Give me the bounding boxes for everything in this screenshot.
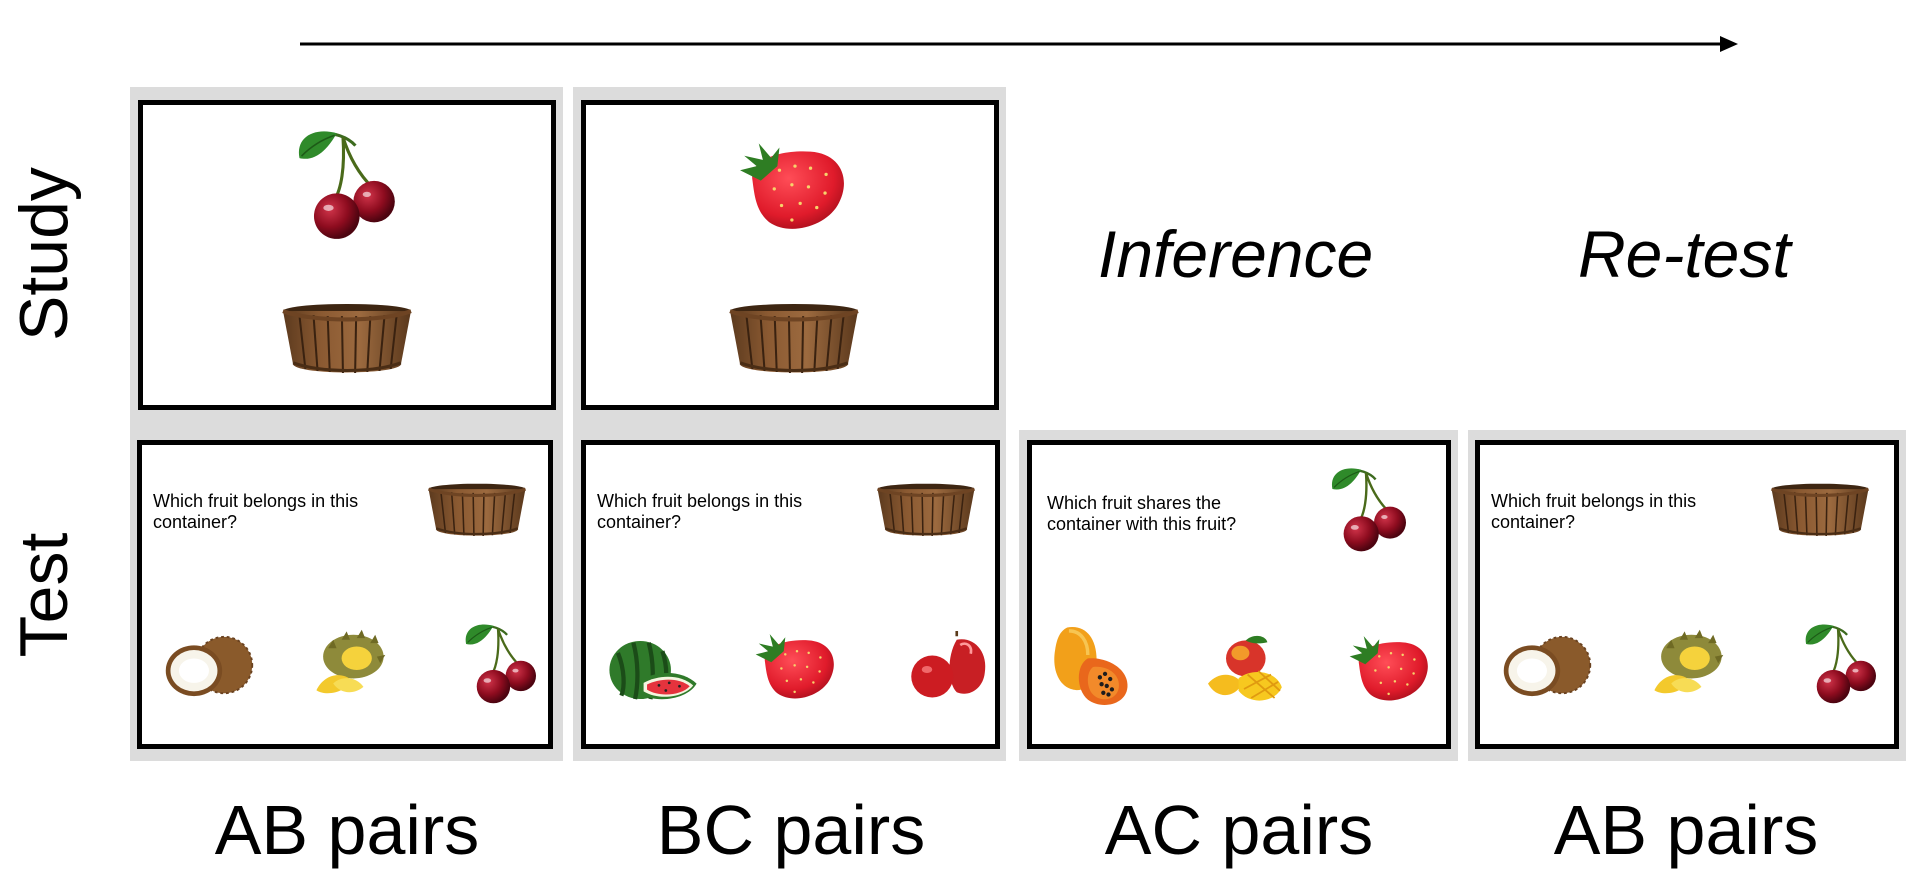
durian-icon: [308, 625, 392, 705]
test-panel-ac: Which fruit shares the container with th…: [1027, 440, 1451, 749]
row-label-test: Test: [6, 532, 82, 658]
test-panel-retest: Which fruit belongs in this container?: [1475, 440, 1899, 749]
column-label-ab: AB pairs: [214, 791, 480, 869]
strawberry-icon: [738, 139, 852, 243]
cherry-icon: [291, 127, 395, 241]
phase-label-inference: Inference: [1098, 217, 1374, 291]
cherry-icon: [1800, 621, 1876, 705]
strawberry-icon: [754, 631, 840, 709]
coconut-icon: [162, 631, 256, 701]
cherry-icon: [460, 621, 536, 705]
column-label-bc: BC pairs: [656, 791, 926, 869]
basket-icon: [876, 481, 976, 541]
study-panel-bc: [581, 100, 999, 410]
basket-icon: [281, 301, 413, 379]
phase-label-retest: Re-test: [1578, 217, 1791, 291]
question-text: Which fruit belongs in this container?: [597, 491, 803, 532]
question-text: Which fruit belongs in this container?: [1491, 491, 1697, 532]
watermelon-icon: [606, 635, 700, 705]
row-label-study: Study: [6, 167, 82, 341]
column-label-retest-ab: AB pairs: [1553, 791, 1819, 869]
mango-icon: [1198, 635, 1290, 707]
rose-apple-icon: [904, 631, 992, 701]
column-label-ac: AC pairs: [1104, 791, 1374, 869]
cherry-icon: [1326, 465, 1406, 553]
test-panel-ab: Which fruit belongs in this container?: [137, 440, 553, 749]
test-panel-bc: Which fruit belongs in this container?: [581, 440, 1000, 749]
basket-icon: [1770, 481, 1870, 541]
basket-icon: [728, 301, 860, 379]
timeline-arrow: [300, 36, 1738, 52]
durian-icon: [1646, 625, 1730, 705]
question-text: Which fruit belongs in this container?: [153, 491, 359, 532]
basket-icon: [427, 481, 527, 541]
strawberry-icon: [1348, 633, 1434, 711]
study-panel-ab: [138, 100, 556, 410]
question-text: Which fruit shares the container with th…: [1047, 493, 1237, 534]
papaya-icon: [1050, 619, 1136, 715]
coconut-icon: [1500, 631, 1594, 701]
